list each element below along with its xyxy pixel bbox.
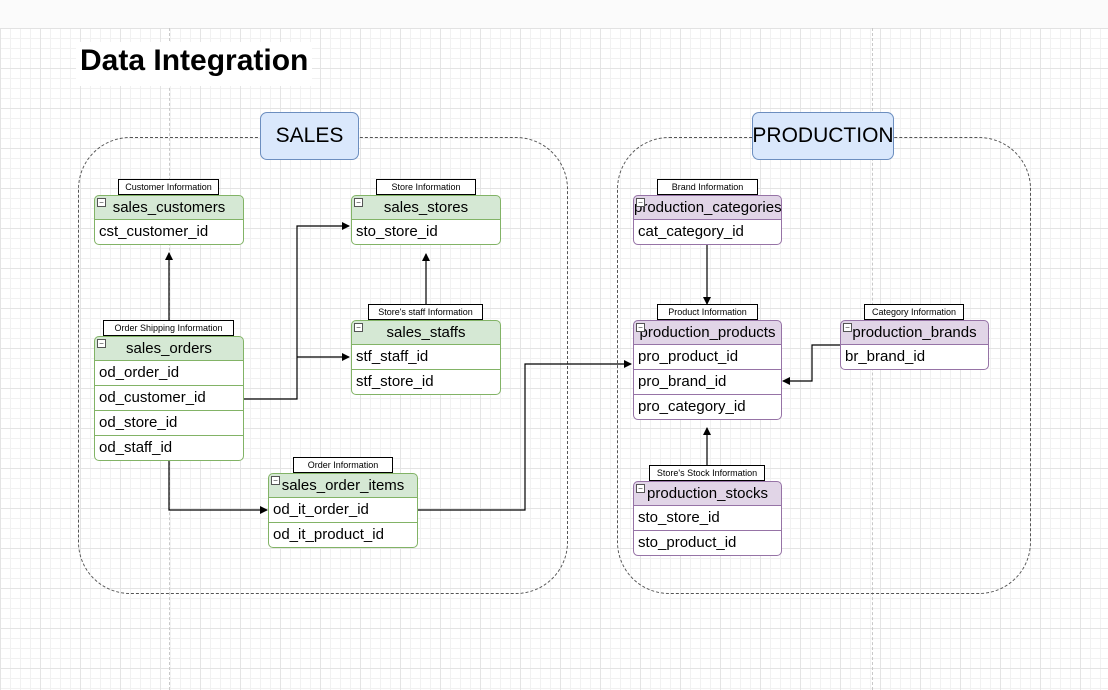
- entity-title: sales_customers: [112, 199, 226, 216]
- entity-header[interactable]: − sales_stores: [351, 195, 501, 220]
- entity-title: sales_orders: [126, 340, 212, 357]
- entity-field[interactable]: od_it_order_id: [268, 498, 418, 523]
- entity-title: production_stocks: [647, 485, 768, 502]
- entity-field[interactable]: od_store_id: [94, 411, 244, 436]
- collapse-icon[interactable]: −: [271, 476, 280, 485]
- entity-sales-order-items[interactable]: −sales_order_items od_it_order_id od_it_…: [268, 473, 418, 548]
- tag-order-information[interactable]: Order Information: [293, 457, 393, 473]
- tag-order-shipping-information[interactable]: Order Shipping Information: [103, 320, 234, 336]
- entity-field[interactable]: sto_store_id: [633, 506, 782, 531]
- entity-header[interactable]: −production_stocks: [633, 481, 782, 506]
- entity-sales-stores[interactable]: − sales_stores sto_store_id: [351, 195, 501, 245]
- entity-header[interactable]: −sales_customers: [94, 195, 244, 220]
- collapse-icon[interactable]: −: [97, 339, 106, 348]
- collapse-icon[interactable]: −: [636, 484, 645, 493]
- tag-category-information[interactable]: Category Information: [864, 304, 964, 320]
- entity-title: production_brands: [852, 324, 977, 341]
- collapse-icon[interactable]: −: [843, 323, 852, 332]
- title-background: [76, 42, 312, 86]
- tag-customer-information[interactable]: Customer Information: [118, 179, 219, 195]
- entity-field[interactable]: cat_category_id: [633, 220, 782, 245]
- entity-field[interactable]: od_customer_id: [94, 386, 244, 411]
- entity-header[interactable]: − sales_orders: [94, 336, 244, 361]
- tag-store-information[interactable]: Store Information: [376, 179, 476, 195]
- tag-store-stock-information[interactable]: Store's Stock Information: [649, 465, 765, 481]
- connector-orders-orderitems: [168, 461, 268, 514]
- entity-production-brands[interactable]: −production_brands br_brand_id: [840, 320, 989, 370]
- entity-production-products[interactable]: −production_products pro_product_id pro_…: [633, 320, 782, 420]
- collapse-icon[interactable]: −: [354, 198, 363, 207]
- diagram-title[interactable]: Data Integration: [80, 44, 309, 77]
- entity-field[interactable]: stf_store_id: [351, 370, 501, 395]
- entity-field[interactable]: br_brand_id: [840, 345, 989, 370]
- entity-field[interactable]: sto_product_id: [633, 531, 782, 556]
- entity-header[interactable]: −sales_order_items: [268, 473, 418, 498]
- connector-brands-products: [782, 344, 840, 385]
- entity-field[interactable]: od_it_product_id: [268, 523, 418, 548]
- entity-header[interactable]: −production_products: [633, 320, 782, 345]
- entity-header[interactable]: − sales_staffs: [351, 320, 501, 345]
- entity-header[interactable]: −production_brands: [840, 320, 989, 345]
- entity-field[interactable]: pro_brand_id: [633, 370, 782, 395]
- tag-brand-information[interactable]: Brand Information: [657, 179, 758, 195]
- entity-production-categories[interactable]: −production_categories cat_category_id: [633, 195, 782, 245]
- entity-title: sales_staffs: [386, 324, 466, 341]
- entity-field[interactable]: cst_customer_id: [94, 220, 244, 245]
- entity-field[interactable]: pro_product_id: [633, 345, 782, 370]
- entity-field[interactable]: od_order_id: [94, 361, 244, 386]
- collapse-icon[interactable]: −: [354, 323, 363, 332]
- entity-sales-staffs[interactable]: − sales_staffs stf_staff_id stf_store_id: [351, 320, 501, 395]
- sales-group-label[interactable]: SALES: [260, 112, 359, 160]
- entity-sales-orders[interactable]: − sales_orders od_order_id od_customer_id…: [94, 336, 244, 461]
- production-group-label[interactable]: PRODUCTION: [752, 112, 894, 160]
- entity-title: sales_order_items: [281, 477, 405, 494]
- entity-field[interactable]: od_staff_id: [94, 436, 244, 461]
- entity-field[interactable]: stf_staff_id: [351, 345, 501, 370]
- entity-title: sales_stores: [383, 199, 469, 216]
- entity-field[interactable]: pro_category_id: [633, 395, 782, 420]
- collapse-icon[interactable]: −: [636, 323, 645, 332]
- entity-field[interactable]: sto_store_id: [351, 220, 501, 245]
- entity-header[interactable]: −production_categories: [633, 195, 782, 220]
- entity-title: production_products: [639, 324, 776, 341]
- entity-sales-customers[interactable]: −sales_customers cst_customer_id: [94, 195, 244, 245]
- connector-orderitems-products: [418, 360, 632, 511]
- top-toolbar: [0, 0, 1108, 29]
- connector-orders-stores: [244, 222, 350, 400]
- entity-title: production_categories: [634, 199, 782, 216]
- tag-store-staff-information[interactable]: Store's staff Information: [368, 304, 483, 320]
- collapse-icon[interactable]: −: [636, 198, 645, 207]
- collapse-icon[interactable]: −: [97, 198, 106, 207]
- tag-product-information[interactable]: Product Information: [657, 304, 758, 320]
- entity-production-stocks[interactable]: −production_stocks sto_store_id sto_prod…: [633, 481, 782, 556]
